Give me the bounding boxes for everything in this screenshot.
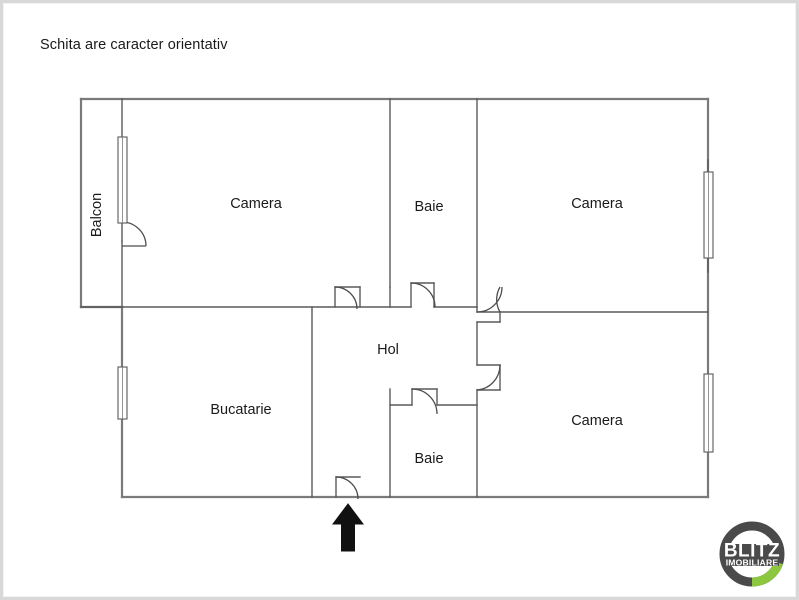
door-arc-baie1 [410, 282, 436, 308]
brand-logo: BLITZ IMOBILIARE [716, 518, 788, 590]
door-arc-camera2-swing [476, 286, 503, 313]
door-arc-entrance [335, 476, 359, 500]
door-arc-camera3 [476, 364, 501, 391]
logo-subtitle-text: IMOBILIARE [726, 558, 779, 568]
interior-walls [80, 98, 709, 498]
room-label-hol: Hol [377, 342, 399, 358]
room-label-camera-1: Camera [230, 196, 283, 212]
door-arc-baie2 [411, 388, 438, 415]
room-label-camera-3: Camera [571, 413, 624, 429]
room-label-baie-2: Baie [414, 451, 443, 467]
brand-logo-mark: BLITZ IMOBILIARE [719, 521, 785, 587]
door-arc-camera1 [334, 286, 358, 310]
logo-text-plate [725, 544, 779, 566]
windows [117, 136, 714, 453]
entrance-arrow-icon [332, 503, 364, 552]
room-label-balcon: Balcon [89, 193, 105, 237]
main-entrance-arrow [332, 503, 364, 552]
room-labels: Balcon Camera Baie Camera Hol Bucatarie … [89, 193, 624, 467]
room-label-bucatarie: Bucatarie [210, 402, 271, 418]
room-label-camera-2: Camera [571, 196, 624, 212]
outer-walls [79, 97, 710, 499]
room-label-baie-1: Baie [414, 199, 443, 215]
door-arc-camera2 [496, 286, 501, 313]
door-arc-balcon [121, 221, 147, 247]
window-mullions [122, 137, 709, 452]
page-title: Schita are caracter orientativ [40, 37, 228, 53]
logo-brand-text: BLITZ [724, 541, 780, 562]
